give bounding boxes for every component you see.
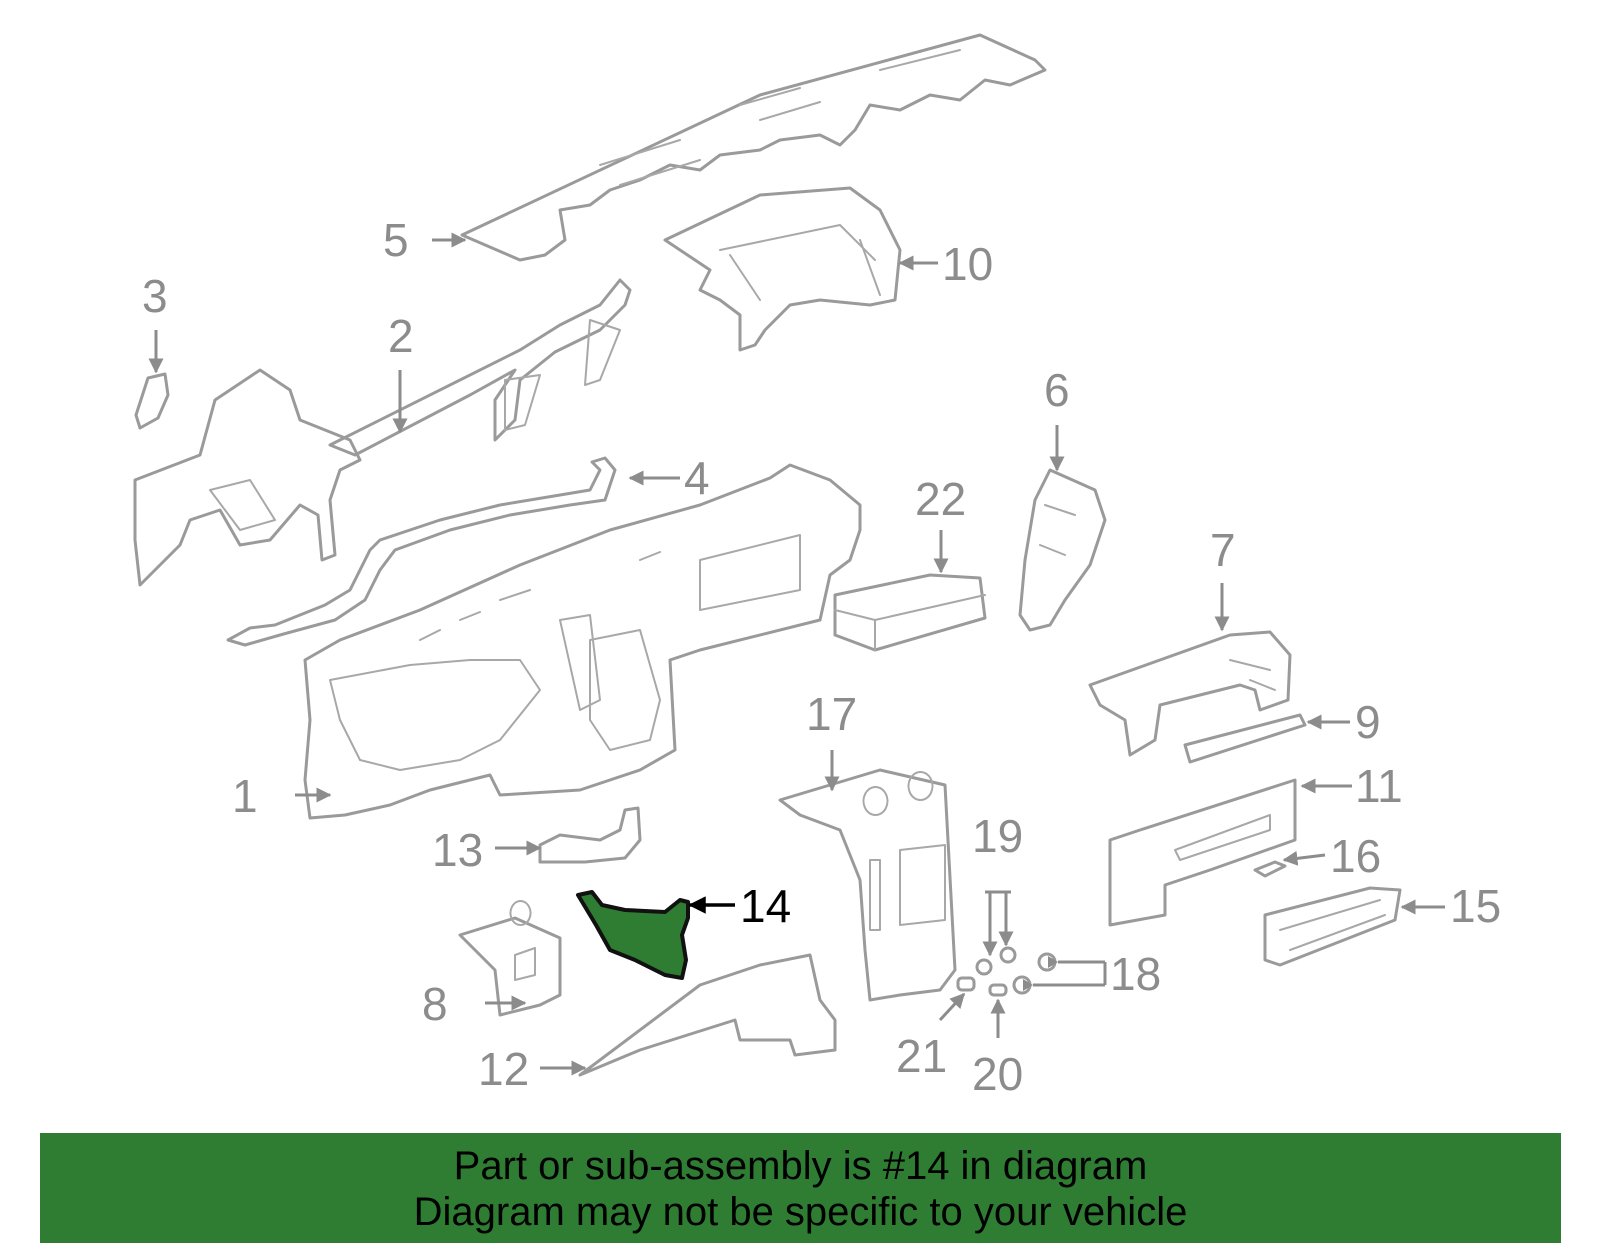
part-5-dash-pad <box>460 33 1047 262</box>
callout-19: 19 <box>972 810 1023 862</box>
part-6-side-panel <box>1018 468 1107 632</box>
part-3-end-cap <box>134 372 170 430</box>
part-22-compartment <box>833 573 987 652</box>
callout-10: 10 <box>942 238 993 290</box>
callout-13: 13 <box>432 824 483 876</box>
banner-line-disclaimer: Diagram may not be specific to your vehi… <box>413 1190 1188 1234</box>
part-14-highlighted[interactable] <box>576 890 690 980</box>
part-4-harness <box>226 456 617 647</box>
callout-16: 16 <box>1330 830 1381 882</box>
callout-7: 7 <box>1210 524 1236 576</box>
callout-4: 4 <box>684 452 710 504</box>
part-11-glove-box-door <box>1108 778 1297 927</box>
part-12-knee-bolster <box>578 953 837 1077</box>
part-21-knob <box>956 976 976 992</box>
info-banner: Part or sub-assembly is #14 in diagram D… <box>40 1133 1561 1243</box>
part-20-knob <box>988 983 1008 997</box>
callout-6: 6 <box>1044 364 1070 416</box>
callout-9: 9 <box>1355 696 1381 748</box>
part-2-support-beam <box>133 278 632 587</box>
callout-17: 17 <box>806 688 857 740</box>
callout-21: 21 <box>896 1030 947 1082</box>
part-17-center-bezel <box>778 768 957 1002</box>
callout-8: 8 <box>422 978 448 1030</box>
callout-12: 12 <box>478 1043 529 1095</box>
callout-20: 20 <box>972 1048 1023 1100</box>
part-8-side-cover <box>458 900 562 1017</box>
part-7-lower-trim <box>1088 630 1292 757</box>
callout-arrows <box>148 232 1445 1076</box>
part-10-cluster-bezel <box>663 186 902 352</box>
part-19-knobs <box>975 946 1017 976</box>
callout-11: 11 <box>1355 760 1403 812</box>
callout-14: 14 <box>740 880 791 932</box>
part-15-glove-box <box>1263 886 1402 967</box>
callout-22: 22 <box>915 473 966 525</box>
callout-labels: 5 10 3 2 4 6 22 7 9 11 16 15 17 1 13 14 … <box>142 214 1501 1100</box>
callout-3: 3 <box>142 270 168 322</box>
callout-15: 15 <box>1450 880 1501 932</box>
part-9-strip <box>1183 713 1307 764</box>
callout-2: 2 <box>388 310 414 362</box>
part-1-instrument-panel <box>303 463 862 820</box>
callout-5: 5 <box>383 214 409 266</box>
callout-1: 1 <box>232 770 258 822</box>
part-16-latch <box>1253 860 1287 878</box>
part-13-duct <box>538 806 642 864</box>
banner-line-part: Part or sub-assembly is #14 in diagram <box>453 1144 1148 1188</box>
callout-18: 18 <box>1110 948 1161 1000</box>
